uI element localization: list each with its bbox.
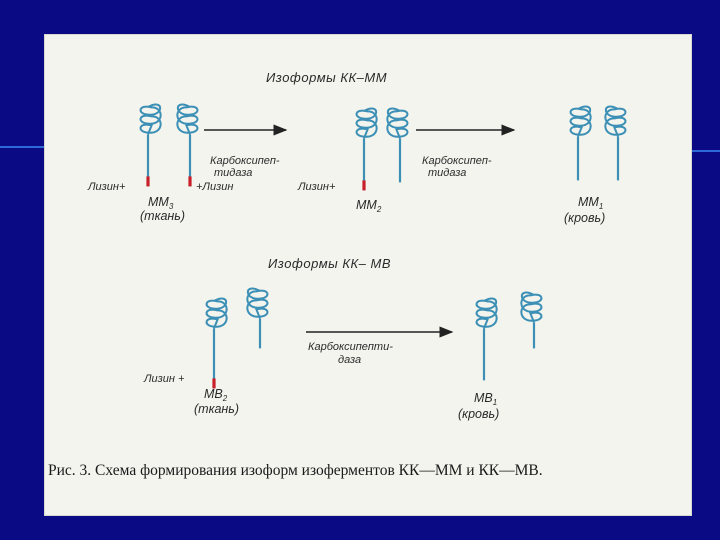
title-mb: Изоформы КК– МВ	[268, 256, 391, 271]
mb2-subunit-b	[247, 289, 267, 349]
mm1-subunit-left-helix	[571, 107, 591, 137]
isoform-diagram: Изоформы КК–ММ Изоформы КК– МВ Карбоксип…	[44, 34, 692, 454]
mb1-label: МВ1	[474, 391, 497, 407]
mm1-subunit-right-helix	[605, 107, 625, 137]
mm2-subunit-left	[357, 109, 377, 191]
mb2-subunit-m	[207, 299, 227, 389]
mm1-source: (кровь)	[564, 211, 605, 225]
enzyme-label-c-line2: даза	[338, 354, 361, 366]
mb2-label: МВ2	[204, 387, 228, 403]
enzyme-label-b-line2: тидаза	[428, 167, 466, 179]
mm3-subunit-right	[177, 105, 197, 187]
lysine-label-mid: Лизин+	[297, 181, 336, 193]
plus-lysine-label: +Лизин	[196, 181, 233, 193]
title-mm: Изоформы КК–ММ	[266, 70, 387, 85]
mb2-subunit-b-helix	[247, 289, 267, 319]
mb2-subunit-m-helix	[207, 299, 227, 329]
mm2-subunit-right-helix	[387, 109, 407, 139]
lysine-label-left: Лизин+	[87, 181, 126, 193]
mm3-source: (ткань)	[140, 209, 185, 223]
mm1-subunit-left	[571, 107, 591, 181]
mm2-subunit-left-helix	[357, 109, 377, 139]
decorative-line-right	[692, 150, 720, 152]
mm3-subunit-right-helix	[177, 105, 197, 135]
mb2-source: (ткань)	[194, 402, 239, 416]
mb1-subunit-m-helix	[477, 299, 497, 329]
enzyme-label-a-line2: тидаза	[214, 167, 252, 179]
enzyme-label-c-line1: Карбоксипепти-	[308, 341, 393, 353]
enzyme-label-b-line1: Карбоксипеп-	[422, 155, 492, 167]
mb1-subunit-b-helix	[521, 293, 541, 323]
mm1-label: ММ1	[578, 195, 603, 211]
mm2-label: ММ2	[356, 198, 382, 214]
figure-panel: Изоформы КК–ММ Изоформы КК– МВ Карбоксип…	[44, 34, 692, 516]
mm1-subunit-right	[605, 107, 625, 181]
mm2-subunit-right	[387, 109, 407, 183]
figure-caption: Рис. 3. Схема формирования изоформ изофе…	[48, 462, 688, 479]
mb1-source: (кровь)	[458, 407, 499, 421]
decorative-line-left	[0, 146, 48, 148]
lysine-label-mb: Лизин +	[143, 373, 185, 385]
mm3-subunit-left-helix	[141, 105, 161, 135]
mm3-subunit-left	[141, 105, 161, 187]
enzyme-label-a-line1: Карбоксипеп-	[210, 155, 280, 167]
mb1-subunit-m	[477, 299, 497, 381]
mb1-subunit-b	[521, 293, 541, 349]
